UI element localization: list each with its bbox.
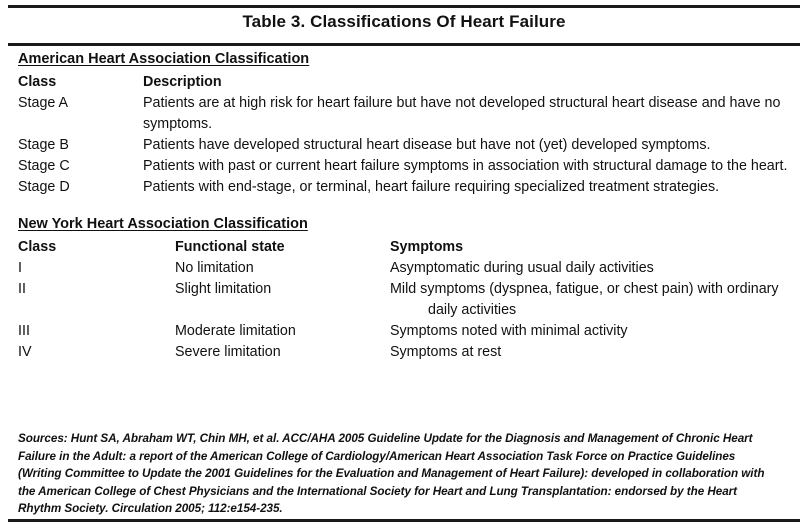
title-rule <box>8 43 800 46</box>
aha-row-class: Stage C <box>18 158 70 174</box>
aha-header-row: Class Description <box>18 72 802 93</box>
table-row: Stage D Patients with end-stage, or term… <box>18 177 802 198</box>
nyha-row-functional-state: Moderate limitation <box>175 323 296 339</box>
sources-line: (Writing Committee to Update the 2001 Gu… <box>18 467 765 481</box>
nyha-row-class: I <box>18 260 22 276</box>
nyha-row-functional-state: Severe limitation <box>175 344 281 360</box>
nyha-row-symptoms: Symptoms at rest <box>390 344 502 360</box>
aha-row-description: Patients with end-stage, or terminal, he… <box>143 179 720 195</box>
aha-row-class: Stage B <box>18 137 69 153</box>
sources-line: Rhythm Society. Circulation 2005; 112:e1… <box>18 502 283 516</box>
table-body: American Heart Association Classificatio… <box>18 50 802 363</box>
nyha-row-symptoms: Symptoms noted with minimal activity <box>390 323 628 339</box>
sources-citation: Sources: Hunt SA, Abraham WT, Chin MH, e… <box>18 430 800 518</box>
aha-section-header: American Heart Association Classificatio… <box>18 51 310 67</box>
nyha-section-header: New York Heart Association Classificatio… <box>18 216 308 232</box>
table-row: Stage B Patients have developed structur… <box>18 135 802 156</box>
aha-row-class: Stage A <box>18 95 69 111</box>
aha-table: Class Description Stage A Patients are a… <box>18 72 802 198</box>
nyha-col-functional-state: Functional state <box>175 239 285 255</box>
nyha-section: New York Heart Association Classificatio… <box>18 215 802 363</box>
nyha-row-functional-state: No limitation <box>175 260 254 276</box>
nyha-row-symptoms: Mild symptoms (dyspnea, fatigue, or ches… <box>390 279 802 321</box>
nyha-row-functional-state: Slight limitation <box>175 281 272 297</box>
aha-col-description: Description <box>143 74 222 90</box>
nyha-col-class: Class <box>18 239 57 255</box>
nyha-row-class: III <box>18 323 30 339</box>
nyha-table: Class Functional state Symptoms I No lim… <box>18 237 802 363</box>
nyha-row-symptoms-text: Mild symptoms (dyspnea, fatigue, or ches… <box>390 281 779 318</box>
aha-row-description: Patients are at high risk for heart fail… <box>143 95 781 132</box>
table-title: Table 3. Classifications Of Heart Failur… <box>242 12 566 31</box>
table-row: Stage C Patients with past or current he… <box>18 156 802 177</box>
nyha-col-symptoms: Symptoms <box>390 239 464 255</box>
table-row: I No limitation Asymptomatic during usua… <box>18 258 802 279</box>
nyha-row-class: II <box>18 281 26 297</box>
aha-row-description: Patients with past or current heart fail… <box>143 158 788 174</box>
bottom-rule <box>8 519 800 522</box>
top-rule <box>8 5 800 8</box>
sources-line: Failure in the Adult: a report of the Am… <box>18 449 736 463</box>
nyha-header-row: Class Functional state Symptoms <box>18 237 802 258</box>
aha-col-class: Class <box>18 74 57 90</box>
table-row: II Slight limitation Mild symptoms (dysp… <box>18 279 802 321</box>
nyha-row-symptoms: Asymptomatic during usual daily activiti… <box>390 260 654 276</box>
table-row: IV Severe limitation Symptoms at rest <box>18 342 802 363</box>
table-row: III Moderate limitation Symptoms noted w… <box>18 321 802 342</box>
nyha-row-class: IV <box>18 344 32 360</box>
aha-row-class: Stage D <box>18 179 70 195</box>
sources-line: the American College of Chest Physicians… <box>18 484 738 498</box>
aha-section: American Heart Association Classificatio… <box>18 50 802 198</box>
aha-row-description: Patients have developed structural heart… <box>143 137 711 153</box>
sources-line: Sources: Hunt SA, Abraham WT, Chin MH, e… <box>18 432 753 445</box>
table-row: Stage A Patients are at high risk for he… <box>18 93 802 135</box>
